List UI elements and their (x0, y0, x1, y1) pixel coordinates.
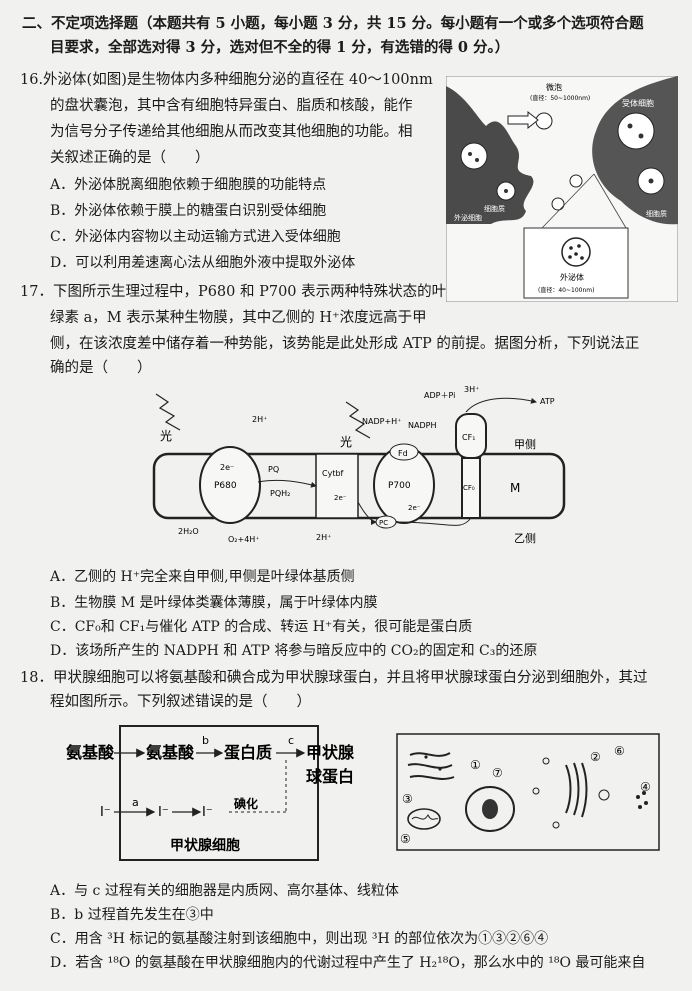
q16-option-c[interactable]: C．外泌体内容物以主动运输方式进入受体细胞 (50, 229, 341, 245)
q18-option-d[interactable]: D．若含 ¹⁸O 的氨基酸在甲状腺细胞内的代谢过程中产生了 H₂¹⁸O，那么水中… (50, 955, 646, 971)
fd (389, 443, 419, 461)
section-header-line1: 二、不定项选择题（本题共有 5 小题，每小题 3 分，共 15 分。每小题有一个… (22, 15, 644, 32)
q18-line: 18．甲状腺细胞可以将氨基酸和碘合成为甲状腺球蛋白，并且将甲状腺球蛋白分泌到细胞… (20, 670, 648, 686)
side-jia: 甲侧 (514, 438, 536, 451)
cytoplasm-label-2: 细胞质 (484, 204, 505, 213)
q17-option-d[interactable]: D．该场所产生的 NADPH 和 ATP 将参与暗反应中的 CO₂的固定和 C₃… (50, 643, 538, 659)
q17-line: 侧，在该浓度差中储存着一种势能，该势能是此处形成 ATP 的前提。据图分析，下列… (50, 336, 640, 352)
svg-text:ADP＋Pi: ADP＋Pi (424, 391, 455, 400)
q17-line: 绿素 a，M 表示某种生物膜，其中乙侧的 H⁺浓度远高于甲 (50, 310, 427, 326)
svg-text:2e⁻: 2e⁻ (408, 504, 421, 512)
svg-text:球蛋白: 球蛋白 (306, 767, 354, 786)
svg-text:3H⁺: 3H⁺ (464, 385, 479, 394)
cytbf-complex (315, 453, 359, 519)
svg-text:O₂+4H⁺: O₂+4H⁺ (228, 535, 260, 544)
q18-option-b[interactable]: B．b 过程首先发生在③中 (50, 907, 214, 923)
svg-text:CF₁: CF₁ (462, 433, 475, 442)
svg-text:氨基酸: 氨基酸 (146, 743, 195, 762)
q18-option-c[interactable]: C．用含 ³H 标记的氨基酸注射到该细胞中，则出现 ³H 的部位依次为①③②⑥④ (50, 931, 549, 947)
exosome (561, 237, 591, 267)
q17-option-b[interactable]: B．生物膜 M 是叶绿体类囊体薄膜，属于叶绿体内膜 (50, 595, 378, 611)
membrane-label: M (510, 481, 520, 495)
q16-line: 的盘状囊泡，其中含有细胞特异蛋白、脂质和核酸，能作 (50, 98, 413, 114)
thyroid-cell-box (119, 725, 319, 861)
svg-text:⑥: ⑥ (614, 744, 625, 758)
q16-line: 关叙述正确的是（ ） (50, 150, 210, 166)
vesicle-size: (直径：50~1000nm) (530, 94, 590, 102)
svg-text:氨基酸: 氨基酸 (66, 743, 115, 762)
svg-text:CF₀: CF₀ (463, 484, 475, 492)
svg-text:2e⁻: 2e⁻ (220, 463, 234, 472)
svg-text:①: ① (470, 758, 481, 772)
light-label-2: 光 (340, 435, 352, 449)
p680-complex (199, 446, 261, 524)
secretion-arrow (507, 110, 539, 130)
exosome-figure: 微泡 (直径：50~1000nm) 受体细胞 细胞质 细胞质 外泌细胞 外泌体 … (446, 76, 678, 302)
svg-text:④: ④ (640, 780, 651, 794)
svg-text:PQ: PQ (268, 465, 279, 474)
svg-text:ATP: ATP (540, 397, 555, 406)
membrane-m (152, 452, 566, 520)
q17-line: 17．下图所示生理过程中，P680 和 P700 表示两种特殊状态的叶 (20, 284, 447, 300)
svg-text:PQH₂: PQH₂ (270, 489, 290, 498)
thyroid-flow-diagram: 氨基酸 氨基酸 b 蛋白质 c 甲状腺 球蛋白 I⁻ a I⁻ I⁻ 碘化 甲状… (66, 725, 354, 861)
svg-text:甲状腺: 甲状腺 (306, 743, 354, 762)
svg-text:③: ③ (402, 792, 413, 806)
thyroid-cell-figure: ① ⑦ ③ ⑤ ② ⑥ ④ (396, 733, 660, 851)
light-label-1: 光 (160, 429, 172, 443)
svg-text:2H⁺: 2H⁺ (252, 415, 267, 424)
svg-text:⑦: ⑦ (492, 766, 503, 780)
svg-text:NADP+H⁺: NADP+H⁺ (362, 417, 401, 426)
p680-label: P680 (214, 481, 237, 491)
svg-text:a: a (132, 796, 139, 809)
svg-text:c: c (288, 734, 294, 747)
receptor-label: 受体细胞 (622, 98, 654, 108)
nucleus (465, 786, 515, 832)
secretory-vesicle (598, 789, 610, 801)
vesicle (617, 112, 655, 150)
q16-option-a[interactable]: A．外泌体脱离细胞依赖于细胞膜的功能特点 (50, 177, 327, 193)
svg-text:Fd: Fd (398, 449, 408, 458)
q16-line: 16.外泌体(如图)是生物体内多种细胞分泌的直径在 40～100nm (20, 72, 433, 88)
svg-text:I⁻: I⁻ (202, 805, 213, 820)
cell-label: 甲状腺细胞 (170, 837, 240, 854)
q18-line: 程如图所示。下列叙述错误的是（ ） (50, 694, 311, 710)
svg-text:Cytbf: Cytbf (322, 469, 344, 478)
svg-text:⑤: ⑤ (400, 832, 411, 846)
svg-text:2e⁻: 2e⁻ (334, 494, 347, 502)
svg-text:蛋白质: 蛋白质 (224, 743, 272, 762)
exosome-size: (直径：40~100nm) (538, 286, 594, 294)
q16-line: 为信号分子传递给其他细胞从而改变其他细胞的功能。相 (50, 124, 413, 140)
golgi (565, 762, 588, 818)
p700-label: P700 (388, 481, 411, 491)
vesicle-label: 微泡 (546, 82, 562, 92)
svg-text:2H₂O: 2H₂O (178, 527, 199, 536)
svg-text:②: ② (590, 750, 601, 764)
er (407, 752, 455, 780)
photosynthesis-figure: 光 光 2e⁻ P680 2H⁺ PQ PQH₂ Cytbf 2e⁻ Fd P7… (152, 385, 566, 545)
q17-option-c[interactable]: C．CF₀和 CF₁与催化 ATP 的合成、转运 H⁺有关，很可能是蛋白质 (50, 619, 473, 635)
svg-text:PC: PC (379, 519, 388, 527)
section-header-line2: 目要求，全部选对得 3 分，选对但不全的得 1 分，有选错的得 0 分。） (50, 39, 510, 56)
svg-text:I⁻: I⁻ (158, 805, 169, 820)
vesicle (460, 142, 488, 170)
cell-boundary (396, 733, 660, 851)
exosome-label: 外泌体 (560, 272, 584, 282)
svg-text:NADPH: NADPH (408, 421, 436, 430)
svg-text:b: b (202, 734, 209, 747)
q16-option-d[interactable]: D．可以利用差速离心法从细胞外液中提取外泌体 (50, 255, 356, 271)
q17-option-a[interactable]: A．乙侧的 H⁺完全来自甲侧,甲侧是叶绿体基质侧 (50, 569, 355, 585)
mitochondrion (407, 808, 441, 830)
cytoplasm-label: 细胞质 (646, 209, 667, 218)
svg-text:2H⁺: 2H⁺ (316, 533, 331, 542)
q17-line: 确的是（ ） (50, 360, 152, 376)
secreting-label: 外泌细胞 (454, 213, 482, 222)
side-yi: 乙侧 (514, 532, 536, 545)
svg-text:碘化: 碘化 (233, 796, 258, 811)
svg-text:I⁻: I⁻ (100, 805, 111, 820)
q18-option-a[interactable]: A．与 c 过程有关的细胞器是内质网、高尔基体、线粒体 (50, 883, 399, 899)
q16-option-b[interactable]: B．外泌体依赖于膜上的糖蛋白识别受体细胞 (50, 203, 327, 219)
